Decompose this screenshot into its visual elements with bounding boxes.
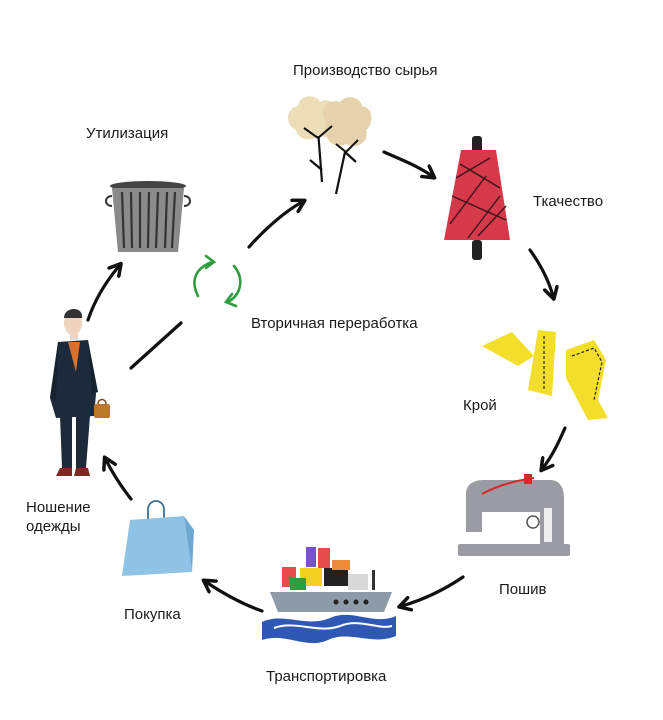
label-disposal: Утилизация	[86, 125, 169, 142]
arrow-wearing-to-disposal	[86, 266, 119, 322]
recycle-icon	[193, 254, 242, 308]
label-wearing-line2: одежды	[26, 518, 81, 535]
sewing-pattern-icon	[482, 330, 608, 420]
arrow-sewing-to-transport	[402, 575, 465, 606]
label-sewing: Пошив	[499, 581, 547, 598]
label-wearing-line1: Ношение	[26, 499, 91, 516]
label-cutting: Крой	[463, 397, 497, 414]
sewing-machine-icon	[458, 474, 570, 556]
cycle-arrows	[86, 150, 567, 613]
label-recycling: Вторичная переработка	[251, 315, 418, 332]
label-raw-material: Производство сырья	[293, 62, 438, 79]
arrow-transport-to-purchase	[206, 582, 264, 613]
arrow-recycling-to-raw	[247, 202, 302, 249]
cotton-plant-icon	[287, 96, 372, 195]
label-weaving: Ткачество	[533, 193, 604, 210]
man-in-suit-icon	[50, 309, 110, 476]
cargo-ship-icon	[262, 547, 396, 644]
arrow-purchase-to-wearing	[106, 460, 133, 501]
label-transport: Транспортировка	[266, 668, 387, 685]
arrow-weaving-to-cutting	[528, 248, 553, 296]
trash-bin-icon	[105, 181, 191, 252]
arrow-raw-to-weaving	[382, 150, 432, 176]
thread-spool-icon	[444, 136, 510, 260]
arrow-cutting-to-sewing	[543, 426, 567, 468]
arrow-wearing-to-recycling	[129, 321, 183, 370]
shopping-bag-icon	[122, 500, 194, 576]
label-purchase: Покупка	[124, 606, 181, 623]
